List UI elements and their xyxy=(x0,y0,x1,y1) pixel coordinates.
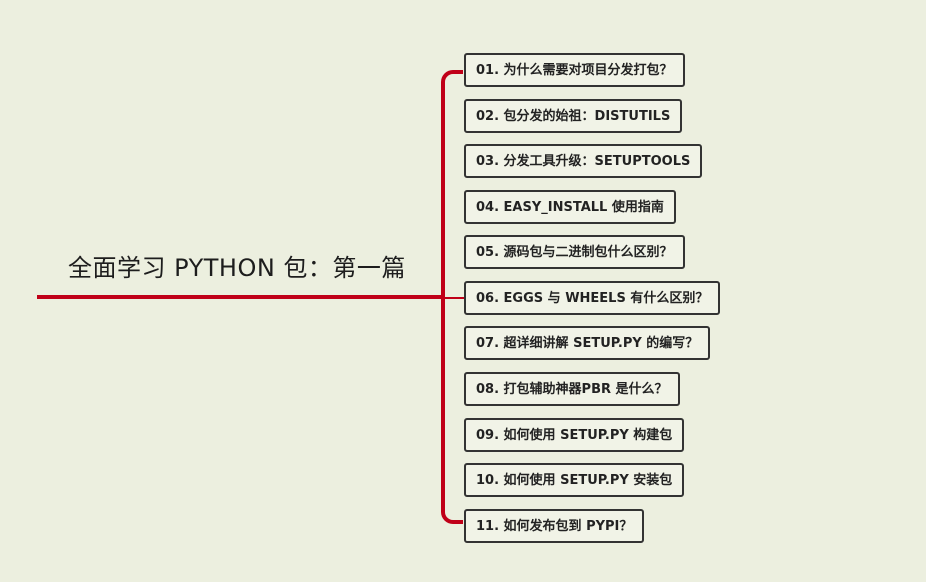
center-branch-line xyxy=(442,297,464,299)
topic-node-06[interactable]: 06. EGGS 与 WHEELS 有什么区别？ xyxy=(464,281,721,315)
topic-node-07[interactable]: 07. 超详细讲解 SETUP.PY 的编写？ xyxy=(464,326,711,360)
topic-node-11[interactable]: 11. 如何发布包到 PYPI？ xyxy=(464,509,645,543)
root-connector-line xyxy=(37,295,442,299)
root-topic-title[interactable]: 全面学习 PYTHON 包：第一篇 xyxy=(68,254,406,282)
topic-node-09[interactable]: 09. 如何使用 SETUP.PY 构建包 xyxy=(464,418,685,452)
topic-node-01[interactable]: 01. 为什么需要对项目分发打包？ xyxy=(464,53,685,87)
topic-node-04[interactable]: 04. EASY_INSTALL 使用指南 xyxy=(464,190,676,224)
topic-node-05[interactable]: 05. 源码包与二进制包什么区别？ xyxy=(464,235,685,269)
topic-node-03[interactable]: 03. 分发工具升级：SETUPTOOLS xyxy=(464,144,703,178)
topic-node-02[interactable]: 02. 包分发的始祖：DISTUTILS xyxy=(464,99,683,133)
topic-node-08[interactable]: 08. 打包辅助神器PBR 是什么？ xyxy=(464,372,680,406)
topic-node-10[interactable]: 10. 如何使用 SETUP.PY 安装包 xyxy=(464,463,685,497)
